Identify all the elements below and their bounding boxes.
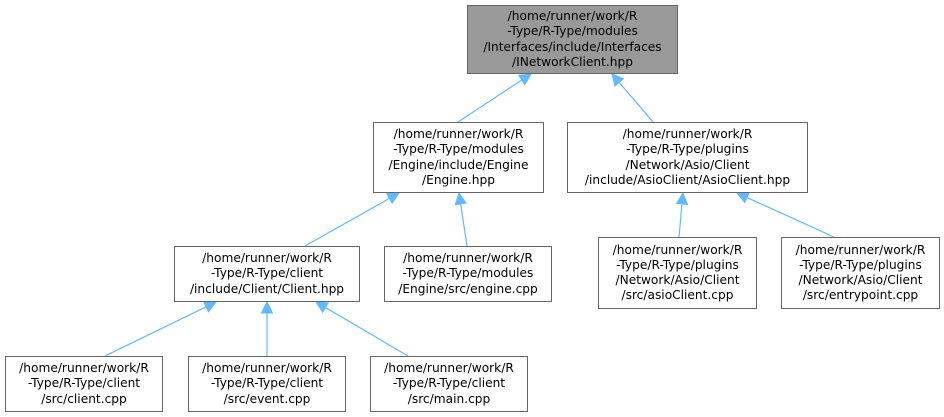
node-label: /home/runner/work/R -Type/R-Type/client …: [189, 251, 345, 296]
node-label: /home/runner/work/R -Type/R-Type/client …: [202, 361, 332, 406]
node-label: /home/runner/work/R -Type/R-Type/modules…: [388, 127, 529, 187]
node-main-cpp[interactable]: /home/runner/work/R -Type/R-Type/client …: [370, 356, 528, 412]
node-engine-hpp[interactable]: /home/runner/work/R -Type/R-Type/modules…: [373, 122, 544, 193]
node-label: /home/runner/work/R -Type/R-Type/modules…: [483, 9, 662, 69]
node-label: /home/runner/work/R -Type/R-Type/plugins…: [612, 242, 743, 303]
edge-event_cpp-to-client_hpp: [260, 300, 274, 356]
edge-arrowhead: [675, 191, 689, 206]
edge-line: [678, 203, 683, 238]
edge-arrowhead: [385, 192, 400, 205]
edge-arrowhead: [735, 192, 751, 204]
edge-line: [460, 203, 468, 247]
edge-arrowhead: [454, 191, 467, 206]
edge-arrowhead: [260, 300, 274, 314]
node-label: /home/runner/work/R -Type/R-Type/modules…: [398, 251, 538, 296]
node-asioclient-cpp[interactable]: /home/runner/work/R -Type/R-Type/plugins…: [598, 237, 757, 309]
edge-engine_cpp-to-engine_hpp: [454, 191, 468, 247]
edge-line: [325, 307, 409, 357]
edge-arrowhead: [315, 301, 330, 314]
node-engine-cpp[interactable]: /home/runner/work/R -Type/R-Type/modules…: [384, 246, 552, 302]
edge-line: [104, 306, 207, 357]
node-label: /home/runner/work/R -Type/R-Type/client …: [384, 361, 514, 406]
edge-line: [457, 79, 523, 123]
edge-line: [746, 196, 835, 238]
edge-arrowhead: [611, 73, 625, 87]
edge-arrowhead: [517, 73, 532, 86]
node-label: /home/runner/work/R -Type/R-Type/plugins…: [584, 127, 791, 187]
edge-asioclient_hpp-to-inetworkclient: [611, 73, 654, 123]
edge-client_cpp-to-client_hpp: [104, 301, 218, 357]
edge-engine_hpp-to-inetworkclient: [457, 73, 532, 123]
edge-main_cpp-to-client_hpp: [315, 301, 409, 357]
node-client-cpp[interactable]: /home/runner/work/R -Type/R-Type/client …: [5, 356, 163, 412]
edge-line: [618, 81, 654, 123]
node-inetworkclient-hpp: /home/runner/work/R -Type/R-Type/modules…: [467, 5, 678, 74]
node-entrypoint-cpp[interactable]: /home/runner/work/R -Type/R-Type/plugins…: [781, 237, 940, 309]
node-event-cpp[interactable]: /home/runner/work/R -Type/R-Type/client …: [188, 356, 346, 412]
edge-asioclient_cpp-to-asioclient_hpp: [675, 191, 689, 238]
edge-line: [304, 197, 390, 247]
edge-client_hpp-to-engine_hpp: [304, 192, 400, 247]
node-label: /home/runner/work/R -Type/R-Type/plugins…: [795, 242, 926, 303]
node-asioclient-hpp[interactable]: /home/runner/work/R -Type/R-Type/plugins…: [567, 122, 808, 193]
node-label: /home/runner/work/R -Type/R-Type/client …: [19, 361, 149, 406]
node-client-hpp[interactable]: /home/runner/work/R -Type/R-Type/client …: [174, 246, 360, 302]
edge-entrypoint_cpp-to-asioclient_hpp: [735, 192, 835, 238]
